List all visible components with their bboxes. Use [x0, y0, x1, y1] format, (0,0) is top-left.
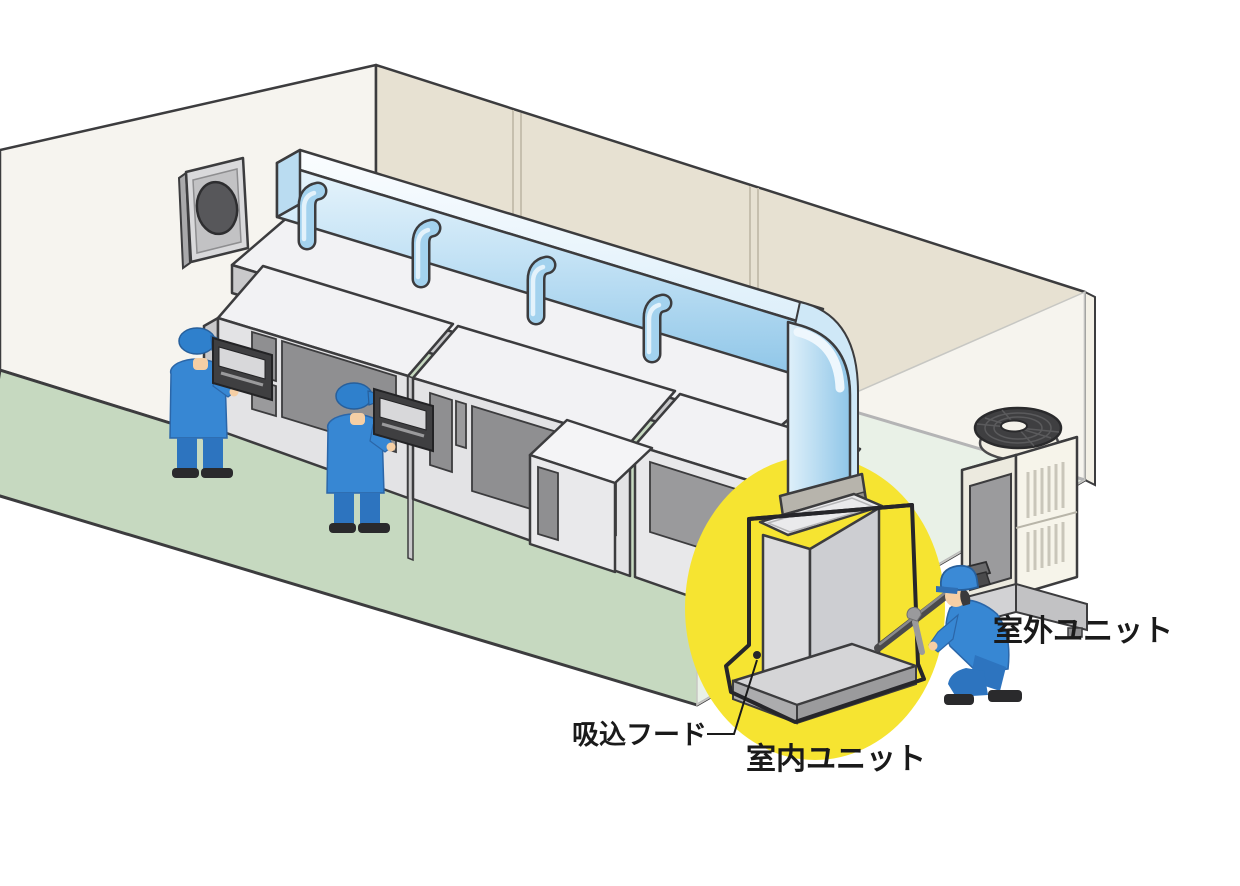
technician-helmet-icon [939, 564, 979, 591]
outdoor-unit-fan-grille-icon [973, 406, 1063, 450]
machine-control-panel-1 [212, 336, 273, 402]
cabinet-window [537, 465, 559, 542]
outdoor-unit-right-face [1014, 435, 1079, 597]
drop-pipe [526, 255, 557, 326]
wrench-icon [906, 606, 925, 655]
machine-control-panel-2 [373, 387, 434, 453]
drop-pipe [411, 218, 442, 289]
duct-drop-pipes [297, 181, 673, 364]
technician-kneeling [906, 564, 1022, 705]
outdoor-unit-base-right [1015, 582, 1088, 632]
drop-pipe [297, 181, 328, 251]
indoor-unit-label: 室内ユニット [746, 742, 926, 776]
suction-hood-label: 吸込フード [572, 720, 707, 750]
small-cabinet [528, 418, 654, 574]
worker-cap-icon [178, 327, 216, 355]
worker-hand [386, 442, 396, 452]
suction-hood-frame [724, 503, 926, 724]
wall-ventilation-fan-icon [177, 156, 250, 270]
suction-hood-leader-line [707, 659, 758, 735]
annotation-labels: 吸込フード 室内ユニット 室外ユニット [572, 614, 1173, 776]
indoor-unit-base-front [796, 664, 917, 725]
duct-end-cap [275, 148, 302, 219]
technician-hand [928, 641, 938, 651]
worker-cap-icon [335, 382, 373, 410]
suction-hood-knob [753, 651, 761, 659]
indoor-unit [724, 492, 926, 725]
outdoor-unit-panel [969, 472, 1012, 592]
drop-pipe [642, 293, 673, 364]
outdoor-unit-label: 室外ユニット [993, 614, 1173, 648]
back-wall-edge [1084, 290, 1096, 487]
machine-window [455, 399, 467, 450]
outdoor-unit-vent-slits [1026, 462, 1065, 572]
